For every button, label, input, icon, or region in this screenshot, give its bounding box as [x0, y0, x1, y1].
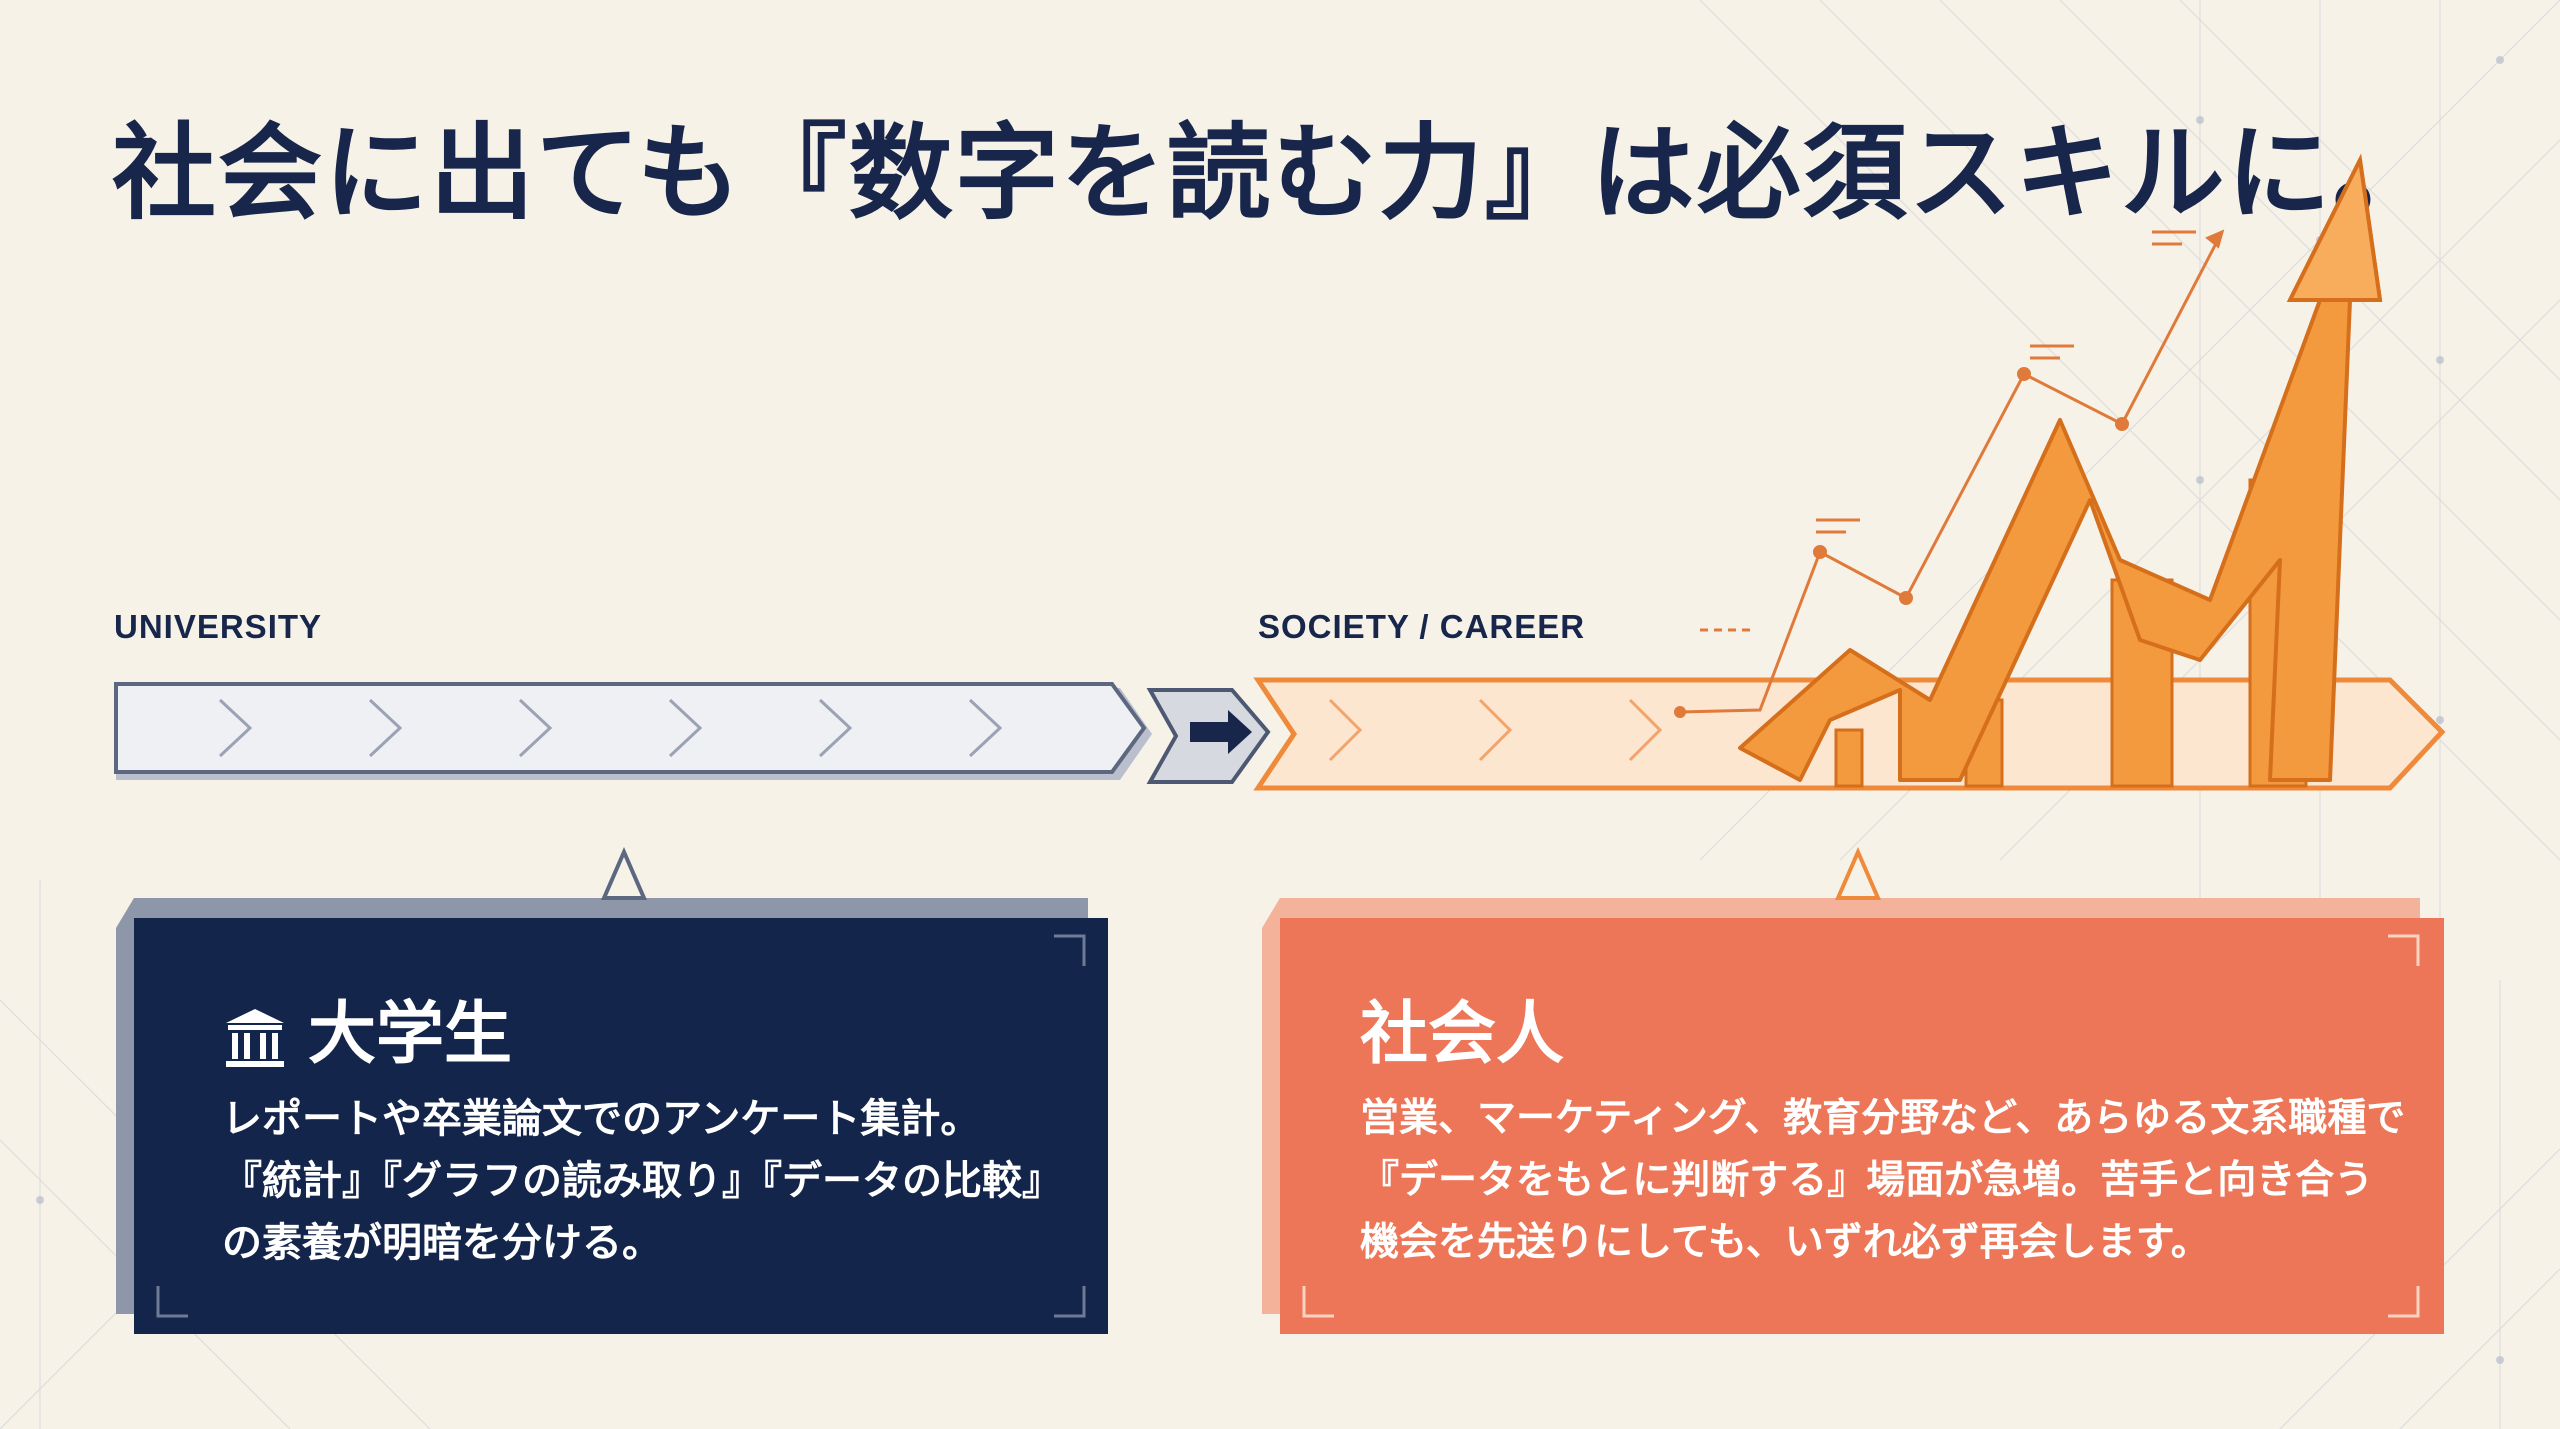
student-card-line: 『統計』『グラフの読み取り』『データの比較』 — [222, 1158, 1062, 1204]
university-building-icon — [226, 1009, 284, 1068]
professional-card-frame — [1262, 846, 2420, 1314]
page-title: 社会に出ても『数字を読む力』は必須スキルに。 — [112, 112, 2439, 234]
student-card-line: レポートや卒業論文でのアンケート集計。 — [222, 1096, 981, 1142]
right-arrow-icon — [1190, 710, 1252, 754]
annotation-dashes — [1700, 230, 2196, 632]
professional-card-line: 『データをもとに判断する』場面が急増。苦手と向き合う — [1360, 1158, 2374, 1203]
transition-connector — [1146, 688, 1271, 784]
professional-card-line: 機会を先送りにしても、いずれ必ず再会します。 — [1360, 1220, 2210, 1265]
student-card-line: の素養が明暗を分ける。 — [222, 1220, 662, 1266]
professional-card-line: 営業、マーケティング、教育分野など、あらゆる文系職種で — [1360, 1096, 2406, 1141]
stage-label-university: UNIVERSITY — [114, 608, 323, 645]
zigzag-rising-arrow — [1738, 153, 2383, 782]
card-corner-marks — [1302, 934, 2420, 1318]
student-card-title: 大学生 — [308, 995, 513, 1074]
student-card-heading: 大学生 — [222, 978, 512, 1077]
professional-card-body: 営業、マーケティング、教育分野など、あらゆる文系職種で 『データをもとに判断する… — [1360, 1088, 2405, 1274]
trend-points — [1674, 367, 2129, 718]
professional-card-title: 社会人 — [1360, 995, 1565, 1074]
student-card: 大学生 レポートや卒業論文でのアンケート集計。 『統計』『グラフの読み取り』『デ… — [134, 918, 1108, 1334]
professional-card: 社会人 営業、マーケティング、教育分野など、あらゆる文系職種で 『データをもとに… — [1280, 918, 2444, 1334]
card-corner-marks — [156, 934, 1086, 1318]
student-card-frame — [116, 846, 1088, 1314]
stage-label-society: SOCIETY / CAREER — [1258, 608, 1586, 645]
student-card-body: レポートや卒業論文でのアンケート集計。 『統計』『グラフの読み取り』『データの比… — [222, 1088, 1062, 1274]
university-track-arrow — [114, 682, 1152, 780]
